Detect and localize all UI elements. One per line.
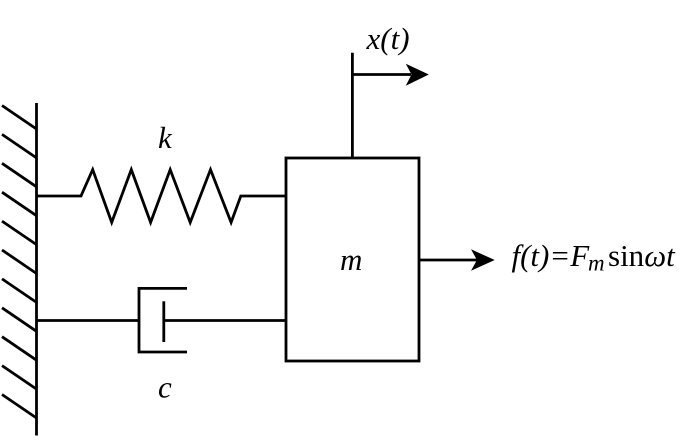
- svg-text:f(t)=F: f(t)=F: [512, 238, 591, 273]
- svg-text:x(t): x(t): [366, 21, 410, 56]
- svg-text:k: k: [158, 120, 173, 155]
- svg-text:sinωt: sinωt: [608, 238, 676, 273]
- svg-text:m: m: [340, 242, 362, 277]
- svg-text:m: m: [588, 251, 605, 276]
- svg-text:c: c: [158, 370, 172, 405]
